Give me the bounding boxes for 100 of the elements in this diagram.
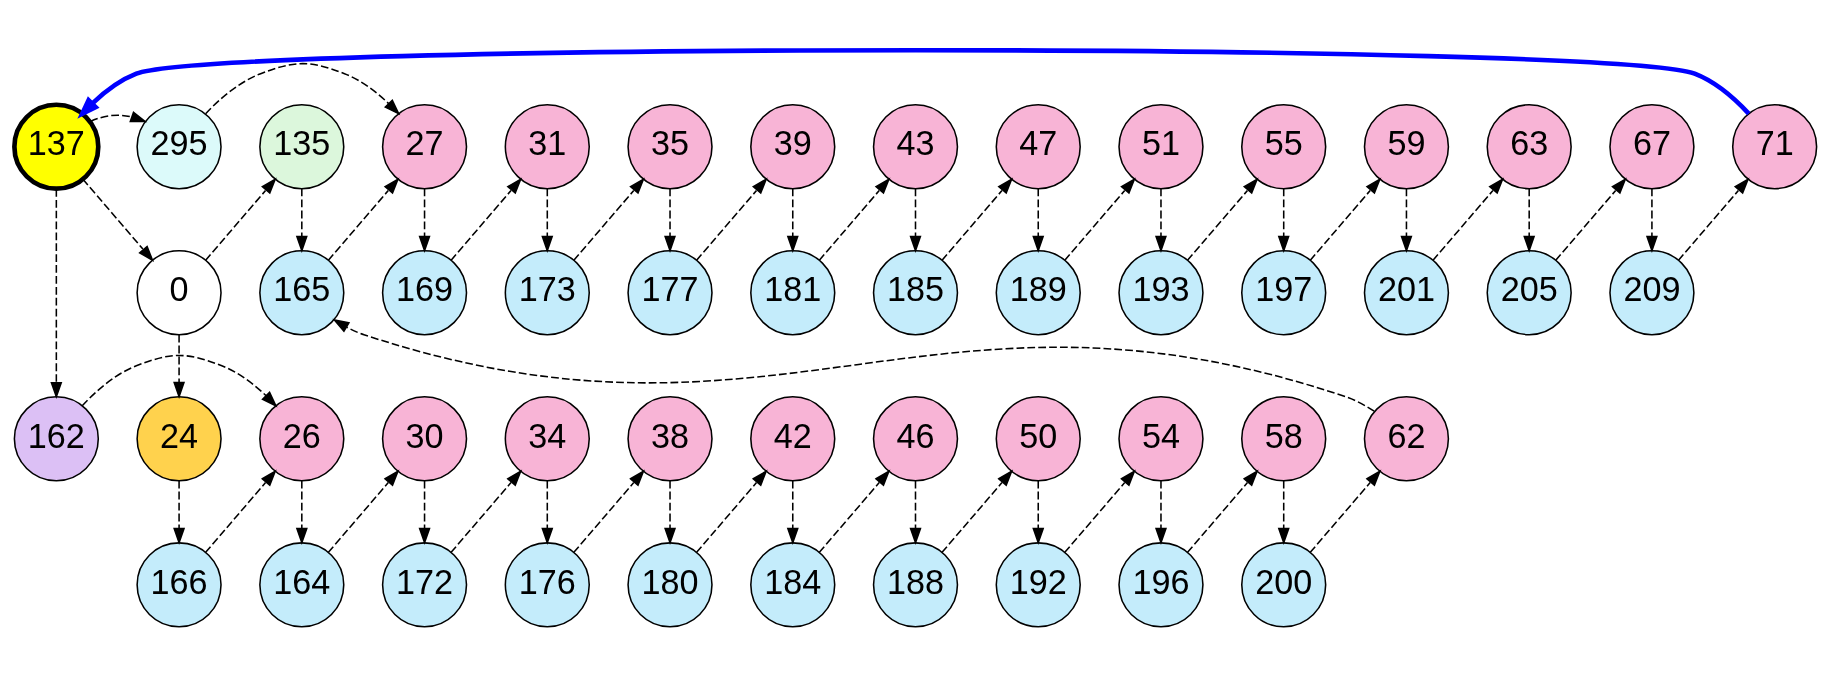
arrow <box>941 469 1014 554</box>
arrow <box>81 354 278 408</box>
arrow <box>1277 480 1290 545</box>
arrow <box>327 469 400 554</box>
node-circle: 0 <box>136 250 222 336</box>
arrow <box>450 177 523 262</box>
node-circle: 137 <box>12 102 101 191</box>
node-circle: 196 <box>1118 542 1204 628</box>
node-circle: 35 <box>627 104 713 190</box>
arrow <box>1432 177 1505 262</box>
node-circle: 50 <box>995 396 1081 482</box>
arrow <box>77 47 1751 119</box>
arrow <box>909 188 922 253</box>
node-circle: 188 <box>872 542 959 628</box>
node-circle: 177 <box>627 250 713 336</box>
arrow <box>1064 177 1136 262</box>
arrow <box>541 188 554 253</box>
node-circle: 176 <box>504 542 590 628</box>
arrow <box>1032 188 1045 253</box>
node-circle: 31 <box>504 104 590 190</box>
node-circle: 38 <box>627 396 713 482</box>
arrow <box>173 480 186 545</box>
arrow <box>1677 177 1750 262</box>
arrow <box>786 188 799 253</box>
arrow <box>573 469 645 554</box>
node-circle: 295 <box>136 104 222 190</box>
arrow <box>418 480 431 545</box>
node-circle: 59 <box>1363 104 1450 190</box>
arrow <box>695 469 768 554</box>
node-circle: 193 <box>1118 250 1204 336</box>
node-circle: 39 <box>750 104 836 190</box>
node-circle: 180 <box>627 542 713 628</box>
arrow <box>50 188 63 399</box>
node-circle: 62 <box>1363 396 1450 482</box>
arrow <box>1277 188 1290 253</box>
node-circle: 164 <box>259 542 345 628</box>
node-circle: 30 <box>381 396 468 482</box>
arrow <box>786 480 799 545</box>
arrow <box>573 177 645 262</box>
node-circle: 24 <box>136 396 222 482</box>
arrow <box>1064 469 1136 554</box>
node-circle: 172 <box>381 542 468 628</box>
node-circle: 205 <box>1486 250 1572 336</box>
node-circle: 173 <box>504 250 590 336</box>
arrow <box>664 480 676 545</box>
arrow <box>82 178 154 263</box>
node-circle: 42 <box>750 396 836 482</box>
node-circle: 71 <box>1731 104 1818 190</box>
arrow <box>695 177 768 262</box>
node-circle: 197 <box>1241 250 1327 336</box>
node-circle: 169 <box>381 250 468 336</box>
arrow <box>818 469 891 554</box>
node-circle: 55 <box>1241 104 1327 190</box>
arrow <box>332 318 1375 412</box>
arrow <box>1186 177 1259 262</box>
arrow <box>664 188 676 253</box>
node-circle: 43 <box>872 104 959 190</box>
arrow <box>1555 177 1627 262</box>
node-circle: 185 <box>872 250 959 336</box>
arrow <box>450 469 523 554</box>
arrow <box>173 334 186 399</box>
node-circle: 67 <box>1609 104 1695 190</box>
node-circle: 27 <box>381 104 468 190</box>
node-circle: 26 <box>259 396 345 482</box>
arrow <box>89 111 148 123</box>
arrow <box>541 480 554 545</box>
arrow <box>1032 480 1045 545</box>
arrow <box>1309 177 1382 262</box>
arrow <box>1186 469 1259 554</box>
arrow <box>295 480 308 545</box>
node-circle: 192 <box>995 542 1081 628</box>
arrow <box>818 177 891 262</box>
arrow <box>1155 188 1167 253</box>
node-circle: 166 <box>136 542 222 628</box>
node-circle: 200 <box>1241 542 1327 628</box>
node-circle: 63 <box>1486 104 1572 190</box>
node-circle: 34 <box>504 396 590 482</box>
node-circle: 209 <box>1609 250 1695 336</box>
node-circle: 189 <box>995 250 1081 336</box>
arrow <box>1400 188 1413 253</box>
node-circle: 47 <box>995 104 1081 190</box>
arrow <box>1523 188 1536 253</box>
node-circle: 58 <box>1241 396 1327 482</box>
arrow <box>204 62 401 116</box>
arrow <box>1645 188 1658 253</box>
arrow <box>1155 480 1167 545</box>
node-circle: 201 <box>1363 250 1450 336</box>
node-circle: 162 <box>13 396 100 482</box>
arrow <box>204 469 277 554</box>
node-circle: 181 <box>750 250 836 336</box>
node-circle: 135 <box>259 104 345 190</box>
arrow <box>204 177 277 262</box>
node-circle: 51 <box>1118 104 1204 190</box>
node-circle: 184 <box>750 542 836 628</box>
node-circle: 165 <box>259 250 345 336</box>
arrow <box>1309 469 1382 554</box>
node-circle: 54 <box>1118 396 1204 482</box>
arrow <box>418 188 431 253</box>
arrow <box>941 177 1014 262</box>
arrow <box>909 480 922 545</box>
